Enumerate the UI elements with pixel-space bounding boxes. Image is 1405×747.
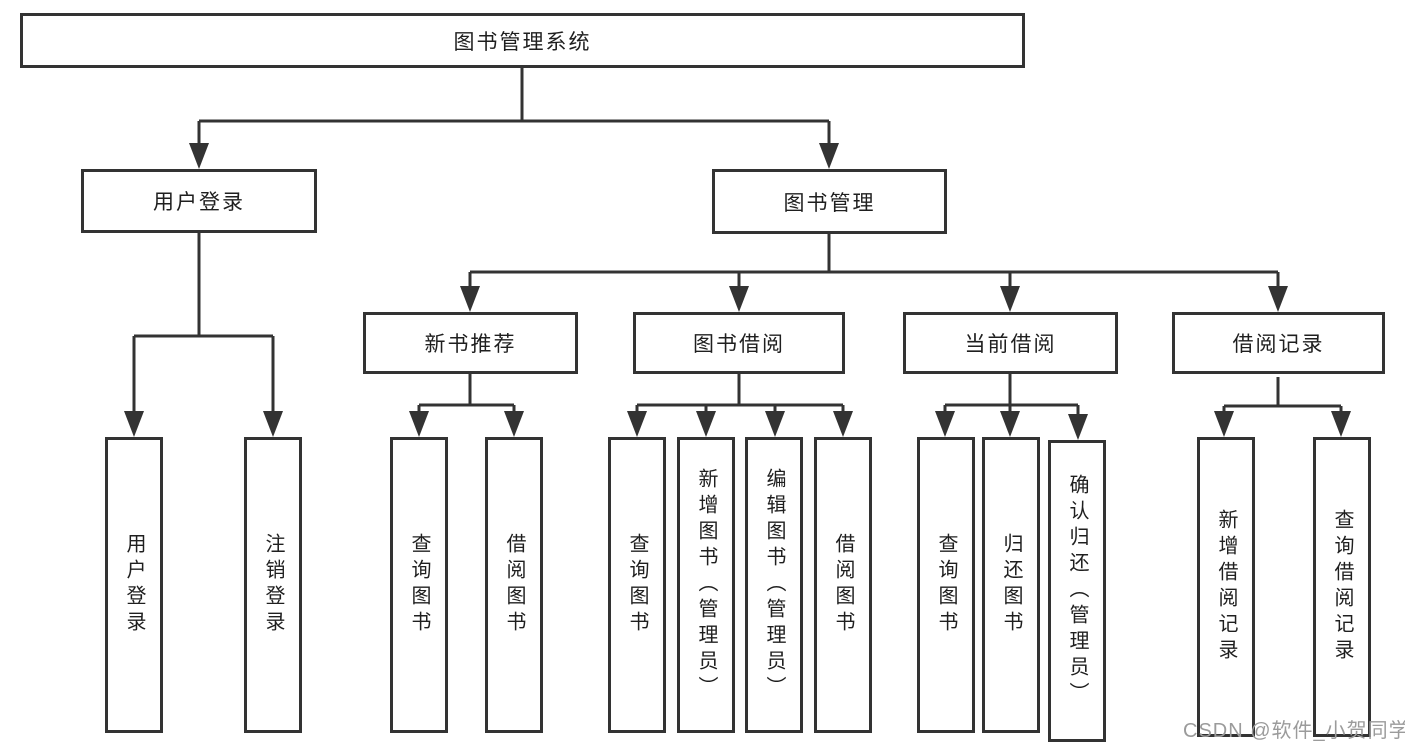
node-user-login-action: 用户登录 [105, 437, 163, 733]
node-query-books-recommend: 查询图书 [390, 437, 448, 733]
node-add-books-admin: 新增图书（管理员） [677, 437, 735, 733]
node-add-borrow-record: 新增借阅记录 [1197, 437, 1255, 737]
node-borrow-books-recommend: 借阅图书 [485, 437, 543, 733]
node-label: 新增借阅记录 [1215, 509, 1237, 665]
node-label: 用户登录 [123, 533, 145, 637]
node-user-login-module: 用户登录 [81, 169, 317, 233]
node-library-management-system: 图书管理系统 [20, 13, 1025, 68]
node-label: 归还图书 [1000, 533, 1022, 637]
node-confirm-return-admin: 确认归还（管理员） [1048, 440, 1106, 742]
node-query-books-current: 查询图书 [917, 437, 975, 733]
csdn-watermark: CSDN @软件_小贺同学 [1183, 720, 1405, 742]
node-return-books: 归还图书 [982, 437, 1040, 733]
node-label: 借阅图书 [832, 533, 854, 637]
node-label: 查询图书 [626, 533, 648, 637]
node-label: 编辑图书（管理员） [763, 468, 785, 702]
node-label: 查询借阅记录 [1331, 509, 1353, 665]
node-book-management-module: 图书管理 [712, 169, 947, 234]
node-edit-books-admin: 编辑图书（管理员） [745, 437, 803, 733]
node-new-book-recommendation: 新书推荐 [363, 312, 578, 374]
node-label: 查询图书 [935, 533, 957, 637]
node-book-borrowing: 图书借阅 [633, 312, 845, 374]
node-current-borrowing: 当前借阅 [903, 312, 1118, 374]
node-borrowing-records: 借阅记录 [1172, 312, 1385, 374]
node-borrow-books-action: 借阅图书 [814, 437, 872, 733]
node-logout-action: 注销登录 [244, 437, 302, 733]
node-label: 新增图书（管理员） [695, 468, 717, 702]
node-label: 注销登录 [262, 533, 284, 637]
node-label: 查询图书 [408, 533, 430, 637]
node-query-borrow-record: 查询借阅记录 [1313, 437, 1371, 737]
node-query-books-borrow: 查询图书 [608, 437, 666, 733]
node-label: 确认归还（管理员） [1066, 474, 1088, 708]
node-label: 借阅图书 [503, 533, 525, 637]
